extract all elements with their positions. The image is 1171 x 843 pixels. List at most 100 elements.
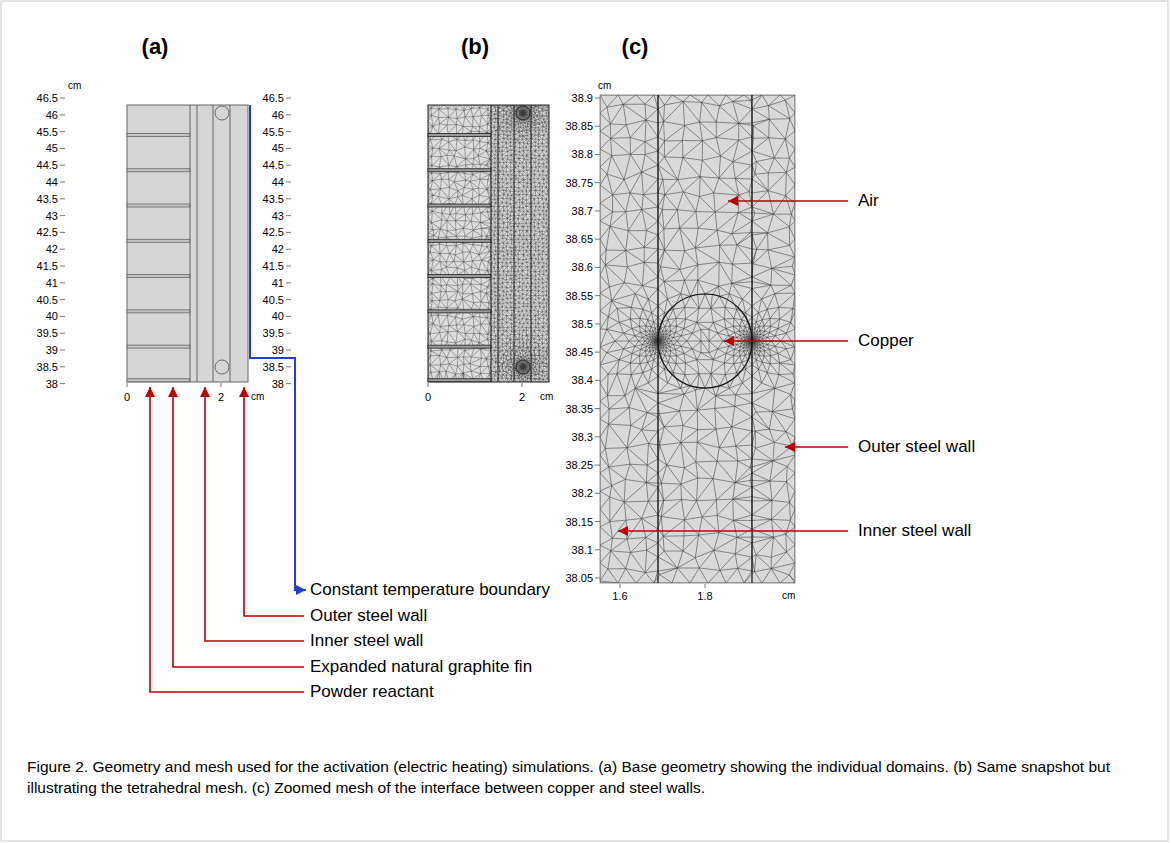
axis-unit: cm (598, 80, 611, 92)
panel-letter: (b) (461, 34, 489, 59)
graphite-fin (428, 133, 491, 136)
tick-label: 43.5 (37, 192, 58, 205)
leader-arrow (785, 446, 848, 448)
tick-mark (286, 165, 291, 166)
tick-mark (60, 266, 65, 267)
wall-boundary (213, 105, 214, 382)
tick-label: 39 (46, 344, 58, 357)
tick-label: 2 (519, 391, 525, 404)
tick-label: 38.85 (565, 120, 593, 133)
tick-label: 44 (272, 176, 284, 189)
tick-mark (127, 383, 128, 387)
graphite-fin (428, 169, 491, 172)
leader-arrow (728, 200, 848, 202)
tick-label: 45 (272, 142, 284, 155)
tick-mark (60, 165, 65, 166)
leader-arrow (173, 387, 304, 667)
tick-mark (286, 98, 291, 99)
tick-label: 1.8 (697, 590, 712, 603)
tick-mark (60, 131, 65, 132)
copper-tube (516, 360, 530, 374)
tick-label: 38.15 (565, 515, 593, 528)
tick-label: 38.1 (572, 543, 593, 556)
zoom-mesh (600, 95, 795, 583)
tick-mark (620, 584, 621, 588)
tick-mark (60, 383, 65, 384)
tick-mark (595, 239, 600, 240)
tick-label: 41.5 (263, 260, 284, 273)
graphite-fin (127, 169, 190, 172)
tick-label: 39.5 (263, 327, 284, 340)
tick-mark (60, 333, 65, 334)
tick-mark (286, 148, 291, 149)
tick-mark (286, 366, 291, 367)
tick-mark (595, 436, 600, 437)
tick-mark (595, 182, 600, 183)
tick-mark (60, 182, 65, 183)
graphite-fin (127, 345, 190, 348)
domain-area (428, 105, 549, 382)
tetra-mesh (600, 95, 795, 583)
tick-mark (286, 182, 291, 183)
tick-label: 39 (272, 344, 284, 357)
graphite-fin (127, 379, 190, 382)
graphite-fin (127, 239, 190, 242)
mesh-geometry (428, 105, 549, 382)
domain-label: Inner steel wall (858, 521, 971, 541)
tick-label: 38 (46, 377, 58, 390)
graphite-fin (428, 239, 491, 242)
tick-label: 1.6 (612, 590, 627, 603)
graphite-fin (428, 310, 491, 313)
tick-mark (286, 114, 291, 115)
tick-mark (60, 232, 65, 233)
tick-label: 38.4 (572, 374, 593, 387)
tick-mark (428, 383, 429, 387)
wall-boundary (514, 105, 515, 382)
axis-unit: cm (68, 80, 81, 92)
copper-tube (516, 106, 530, 120)
tick-label: 38.45 (565, 346, 593, 359)
tick-label: 38.75 (565, 176, 593, 189)
domain-label: Outer steel wall (858, 437, 975, 457)
tick-label: 40 (46, 310, 58, 323)
tick-label: 38 (272, 377, 284, 390)
tick-mark (595, 380, 600, 381)
tick-mark (60, 198, 65, 199)
tick-mark (595, 295, 600, 296)
tick-label: 38.35 (565, 402, 593, 415)
tick-label: 38.3 (572, 430, 593, 443)
tetra-mesh (428, 105, 549, 382)
tick-mark (286, 282, 291, 283)
tick-label: 38.7 (572, 205, 593, 218)
tick-label: 40.5 (37, 293, 58, 306)
tick-label: 46.5 (37, 92, 58, 105)
tick-mark (286, 232, 291, 233)
tick-mark (595, 493, 600, 494)
tick-label: 40.5 (263, 293, 284, 306)
tick-label: 41.5 (37, 260, 58, 273)
axis-unit: cm (782, 590, 795, 602)
panel-letter: (c) (622, 34, 649, 59)
tick-mark (522, 383, 523, 387)
tick-mark (286, 131, 291, 132)
domain-label: Expanded natural graphite fin (310, 657, 532, 677)
tick-mark (60, 98, 65, 99)
tick-mark (60, 350, 65, 351)
leader-arrow (244, 387, 304, 616)
tick-mark (595, 408, 600, 409)
tick-mark (286, 299, 291, 300)
tick-label: 42 (272, 243, 284, 256)
copper-tube (215, 360, 229, 374)
tick-label: 0 (124, 391, 130, 404)
tick-label: 41 (272, 276, 284, 289)
tick-label: 45.5 (263, 125, 284, 138)
tick-label: 45 (46, 142, 58, 155)
wall-boundary (491, 105, 492, 382)
tick-label: 38.5 (572, 318, 593, 331)
tick-mark (60, 366, 65, 367)
graphite-fin (428, 379, 491, 382)
tick-label: 46 (46, 108, 58, 121)
zoom-area (600, 95, 795, 583)
